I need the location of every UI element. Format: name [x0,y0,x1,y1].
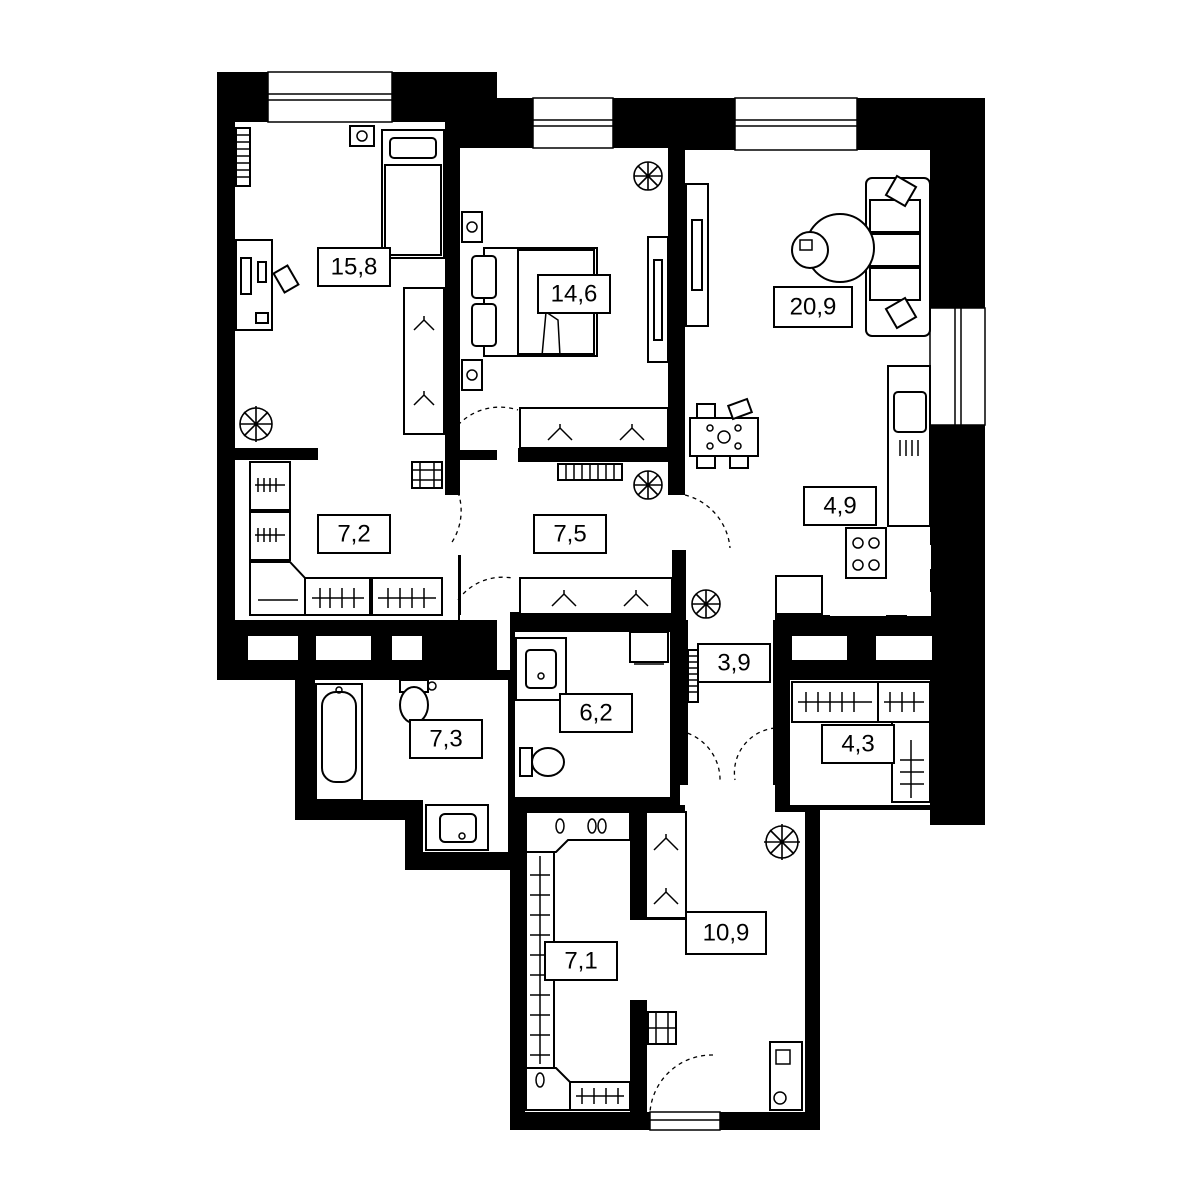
bathroom-2-furniture [515,631,669,777]
area-value: 20,9 [790,294,837,321]
area-label-walk-in-closet-left: 7,2 [317,514,391,554]
shelf-icon [249,461,291,511]
sink-icon [515,637,567,701]
wardrobe-icon [645,811,687,919]
area-value: 7,2 [337,521,370,548]
washing-machine-icon [411,461,443,489]
desk-icon [235,239,273,331]
closet-right-furniture [791,681,931,803]
area-label-corridor: 3,9 [697,643,771,683]
area-value: 6,2 [579,700,612,727]
fridge-icon [775,575,823,615]
area-value: 15,8 [331,254,378,281]
door-arc-icon [449,491,462,546]
area-labels: 15,8 14,6 20,9 7,2 7,5 4,9 7,3 6,2 [317,247,895,981]
area-label-bedroom-2: 14,6 [537,274,611,314]
toilet-icon [399,679,429,724]
nightstand-icon [461,211,483,243]
door-arc-icon [671,729,721,783]
nightstand-icon [349,125,375,147]
living-room-furniture [685,174,931,616]
window-slots [248,545,932,660]
shoe-cabinet-icon [769,1041,803,1111]
door-arc-icon [733,727,776,781]
plant-icon [633,161,663,191]
bathroom-1-furniture [315,679,489,851]
plant-icon [764,824,800,860]
area-value: 3,9 [717,650,750,677]
area-value: 4,3 [841,731,874,758]
area-label-living-room: 20,9 [773,286,853,328]
radiator-icon [235,127,251,187]
window-icon [929,307,986,426]
area-value: 7,5 [553,521,586,548]
door-arc-icon [684,494,731,549]
entrance-furniture [645,811,803,1111]
area-label-hall-central: 7,5 [533,514,607,554]
sink-icon [425,804,489,851]
window-icon [649,1111,721,1131]
shelf-icon [249,511,291,561]
stove-icon [845,527,887,579]
toilet-icon [519,747,565,777]
wardrobe-icon [519,407,669,449]
window-icon [267,71,393,123]
windows [267,71,986,1131]
closet-bottom-furniture [525,811,631,1111]
bedroom-1-furniture [235,125,445,489]
tv-stand-icon [685,183,709,327]
washing-machine-icon [629,631,669,663]
window-icon [532,97,614,149]
area-label-bedroom-1: 15,8 [317,247,391,287]
chair-icon [272,264,300,294]
wardrobe-icon [519,577,673,615]
door-arc-icon [649,1054,714,1113]
nightstand-icon [461,359,483,391]
window-icon [734,97,858,151]
door-arc-icon [457,406,519,426]
wardrobe-icon [403,287,445,435]
doors [449,406,776,1113]
hall-furniture [519,463,673,615]
plant-icon [239,406,273,442]
sink-icon [887,365,931,527]
dining-table-icon [689,397,759,469]
closet-left-furniture [249,461,443,616]
plant-icon [633,470,663,500]
area-label-kitchen: 4,9 [803,486,877,526]
area-label-walk-in-closet-bottom: 7,1 [544,941,618,981]
plant-icon [691,589,721,619]
bed-icon [381,129,445,259]
area-value: 7,1 [564,948,597,975]
round-table-icon [791,213,875,283]
area-value: 4,9 [823,493,856,520]
area-value: 7,3 [429,726,462,753]
rug-icon [687,649,699,703]
bathtub-icon [315,683,363,801]
area-label-bathroom-2: 6,2 [559,693,633,733]
area-value: 14,6 [551,281,598,308]
area-label-bathroom-1: 7,3 [409,719,483,759]
area-value: 10,9 [703,920,750,947]
area-label-walk-in-closet-right: 4,3 [821,724,895,764]
tv-stand-icon [647,236,669,363]
sofa-icon [865,174,931,337]
area-label-entrance-hall: 10,9 [685,911,767,955]
